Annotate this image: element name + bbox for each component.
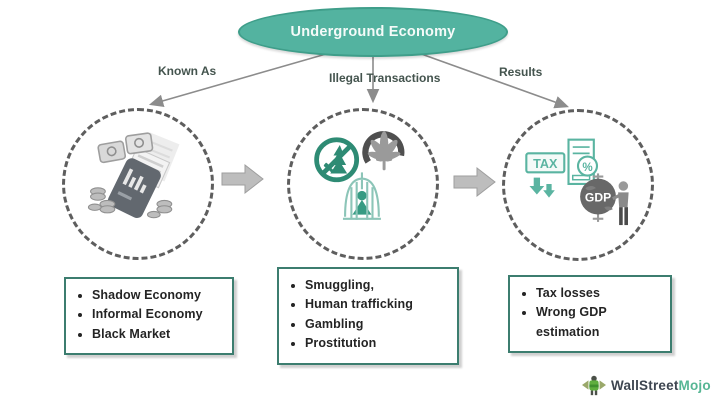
list-item: Wrong GDP estimation <box>536 303 664 342</box>
branch-label-known-as: Known As <box>158 64 217 78</box>
illegal-transactions-list: Smuggling,Human traffickingGamblingProst… <box>281 276 451 354</box>
list-item: Human trafficking <box>305 295 451 314</box>
circle-illegal-transactions <box>287 108 439 260</box>
page-title: Underground Economy <box>290 24 456 40</box>
tax-label: TAX <box>533 157 558 171</box>
list-item: Black Market <box>92 325 226 344</box>
list-item: Shadow Economy <box>92 286 226 305</box>
percent-label: % <box>582 161 592 174</box>
brand-text: WallStreetMojo <box>611 378 711 393</box>
illegal-transactions-box: Smuggling,Human traffickingGamblingProst… <box>277 267 459 365</box>
known-as-list: Shadow EconomyInformal EconomyBlack Mark… <box>68 286 226 344</box>
results-box: Tax lossesWrong GDP estimation <box>508 275 672 354</box>
wallstreetmojo-logo: WallStreetMojo <box>582 373 711 397</box>
brand-text-mojo: Mojo <box>678 377 711 393</box>
branch-label-results: Results <box>499 65 543 79</box>
list-item: Smuggling, <box>305 276 451 295</box>
brand-text-wallstreet: WallStreet <box>611 377 679 393</box>
gdp-label: GDP <box>585 190 611 204</box>
circle-known-as <box>62 108 214 260</box>
illegal-activities-icon <box>314 131 405 220</box>
money-bundle-icon <box>97 132 154 164</box>
gdp-globe-icon: GDP <box>580 173 616 222</box>
branch-label-illegal-transactions: Illegal Transactions <box>329 71 441 85</box>
tax-gdp-icon: TAX % GDP <box>525 138 629 226</box>
list-item: Gambling <box>305 315 451 334</box>
cannabis-leaf-icon <box>362 131 405 171</box>
connector-arrow-results <box>412 50 570 109</box>
tax-decrease-icon: TAX % <box>525 138 599 198</box>
list-item: Tax losses <box>536 284 664 303</box>
caged-person-icon <box>342 172 381 220</box>
list-item: Informal Economy <box>92 305 226 324</box>
person-figure-icon <box>612 181 629 226</box>
money-printing-icon <box>87 132 180 219</box>
coin-stacks-icon <box>87 187 173 219</box>
list-item: Prostitution <box>305 334 451 353</box>
connector-arrow-known-as <box>148 51 334 108</box>
no-logging-icon <box>314 137 360 183</box>
chart-tablet-icon <box>107 158 161 218</box>
flow-arrow-icon-2 <box>453 166 496 198</box>
wallstreetmojo-logo-icon <box>582 375 606 396</box>
results-list: Tax lossesWrong GDP estimation <box>512 284 664 342</box>
title-ellipse: Underground Economy <box>238 7 508 57</box>
circle-results: TAX % GDP <box>502 109 654 261</box>
known-as-box: Shadow EconomyInformal EconomyBlack Mark… <box>64 277 234 356</box>
flow-arrow-icon-1 <box>221 163 264 195</box>
